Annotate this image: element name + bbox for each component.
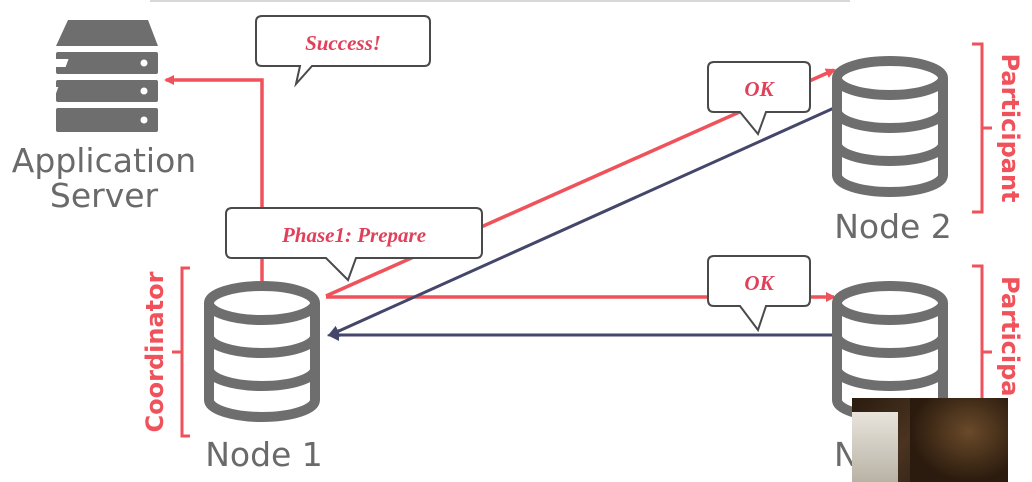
ok-bubble-top: OK	[707, 61, 811, 136]
ok-text-bottom: OK	[744, 271, 775, 295]
database-icon-node1	[204, 281, 320, 422]
ok-arrow-node2	[327, 106, 835, 337]
coordinator-bracket	[172, 266, 190, 438]
database-icon-node2	[832, 56, 948, 197]
success-text: Success!	[305, 31, 381, 55]
success-bubble: Success!	[255, 15, 431, 88]
presenter-video-thumbnail	[852, 398, 1008, 482]
ok-bubble-bottom: OK	[707, 255, 811, 333]
prepare-bubble: Phase1: Prepare	[225, 207, 483, 282]
coordinator-label: Coordinator	[141, 271, 169, 432]
node1-label: Node 1	[205, 435, 323, 474]
app-server-label-line2: Server	[50, 176, 159, 215]
server-icon	[18, 20, 158, 132]
participant-label-bottom: Participa	[996, 276, 1024, 397]
node2-label: Node 2	[834, 207, 952, 246]
video-object-right	[910, 398, 1008, 482]
participant-bracket-top	[972, 42, 992, 214]
participant-label-top: Participant	[996, 53, 1024, 202]
app-server-label-line1: Application	[12, 141, 196, 180]
ok-text-top: OK	[744, 77, 775, 101]
prepare-text: Phase1: Prepare	[281, 223, 426, 247]
video-object-left	[852, 412, 898, 482]
